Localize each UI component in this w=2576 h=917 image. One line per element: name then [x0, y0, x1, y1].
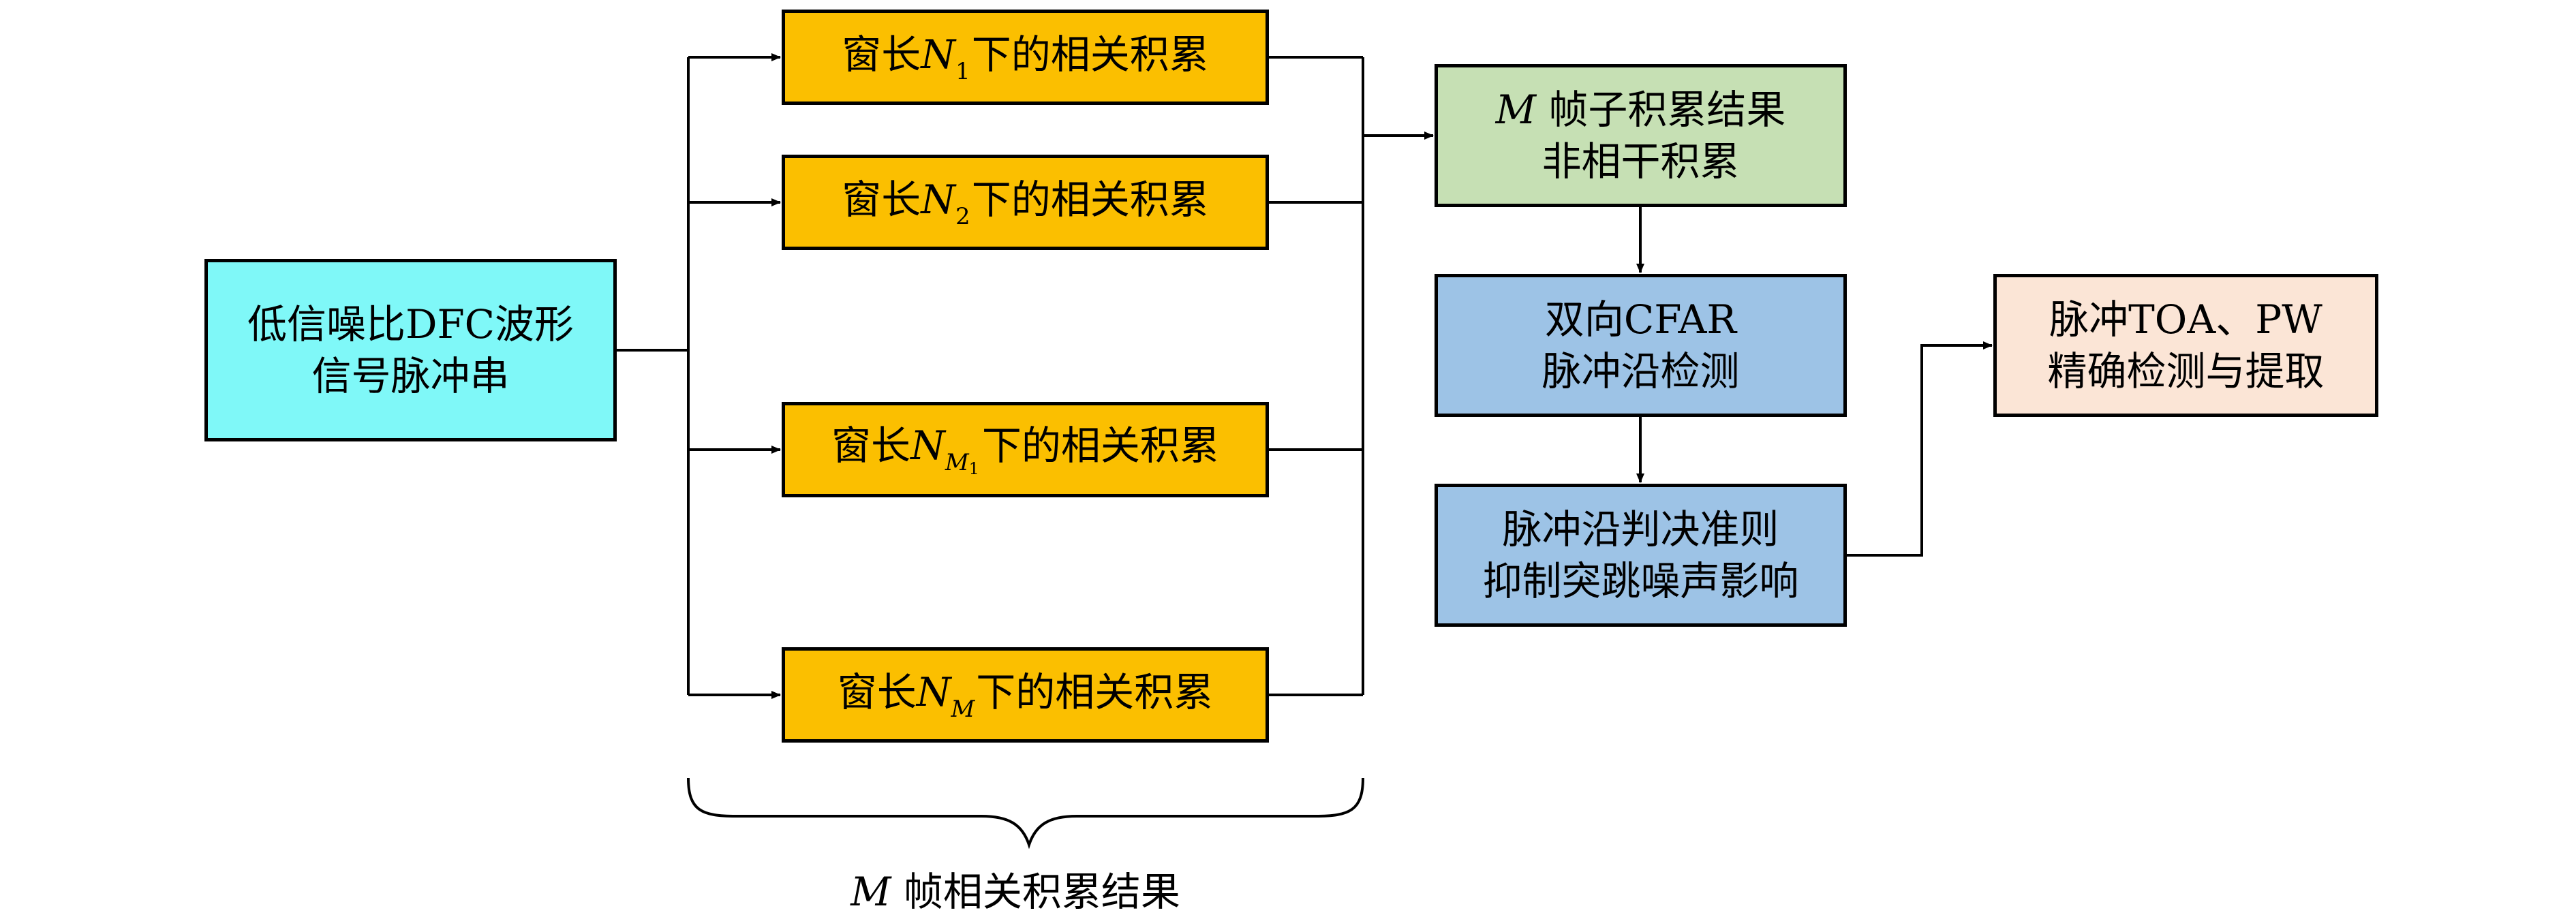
window-prefix: 窗长	[842, 31, 921, 78]
window-var: N	[921, 31, 956, 78]
brace-caption-var: M	[850, 869, 891, 915]
window-var: N	[916, 668, 951, 715]
window-sub-subscript: 1	[968, 459, 979, 478]
window-var: N	[910, 422, 945, 469]
arrow-to-toa	[1847, 341, 1993, 557]
window-suffix: 下的相关积累	[971, 31, 1209, 78]
noncoherent-line-1-text: 帧子积累结果	[1535, 87, 1786, 133]
window-box-n1-label: 窗长 N 1 下的相关积累	[842, 29, 1208, 87]
window-prefix: 窗长	[837, 668, 917, 715]
noncoherent-line-2: 非相干积累	[1542, 138, 1740, 185]
source-line-2: 信号脉冲串	[311, 353, 510, 399]
brace-caption-text: 帧相关积累结果	[891, 869, 1180, 915]
cfar-line-2: 脉冲沿检测	[1542, 348, 1740, 394]
window-box-nm-label: 窗长 N M 下的相关积累	[838, 666, 1214, 724]
window-prefix: 窗长	[831, 422, 911, 469]
curly-brace	[687, 777, 1364, 850]
rule-line-1: 脉冲沿判决准则	[1502, 506, 1779, 553]
window-var: N	[921, 176, 956, 223]
window-suffix: 下的相关积累	[981, 422, 1219, 469]
toa-line-1: 脉冲TOA、PW	[2049, 296, 2322, 343]
window-box-nm: 窗长 N M 下的相关积累	[782, 647, 1269, 743]
source-signal-box: 低信噪比DFC波形 信号脉冲串	[204, 259, 617, 441]
noncoherent-integration-box: M 帧子积累结果 非相干积累	[1435, 64, 1847, 207]
window-box-n2: 窗长 N 2 下的相关积累	[782, 155, 1269, 250]
window-box-n2-label: 窗长 N 2 下的相关积累	[842, 174, 1208, 232]
toa-line-2: 精确检测与提取	[2047, 348, 2325, 394]
toa-pw-extraction-box: 脉冲TOA、PW 精确检测与提取	[1993, 274, 2378, 417]
cfar-detection-box: 双向CFAR 脉冲沿检测	[1435, 274, 1847, 417]
cfar-line-1: 双向CFAR	[1544, 296, 1737, 343]
source-line-1: 低信噪比DFC波形	[247, 301, 574, 347]
noncoherent-line-1: M 帧子积累结果	[1496, 84, 1786, 136]
window-subscript: M	[945, 449, 969, 476]
window-suffix: 下的相关积累	[971, 176, 1209, 223]
noncoherent-var: M	[1495, 87, 1536, 133]
window-subscript: M	[951, 695, 975, 723]
window-subscript: 1	[955, 57, 970, 85]
window-prefix: 窗长	[842, 176, 921, 223]
brace-caption: M 帧相关积累结果	[750, 860, 1281, 917]
rule-line-2: 抑制突跳噪声影响	[1482, 558, 1799, 604]
window-suffix: 下的相关积累	[976, 668, 1214, 715]
window-subscript: 2	[955, 202, 970, 230]
window-box-n1: 窗长 N 1 下的相关积累	[782, 10, 1269, 105]
decision-rule-box: 脉冲沿判决准则 抑制突跳噪声影响	[1435, 484, 1847, 627]
